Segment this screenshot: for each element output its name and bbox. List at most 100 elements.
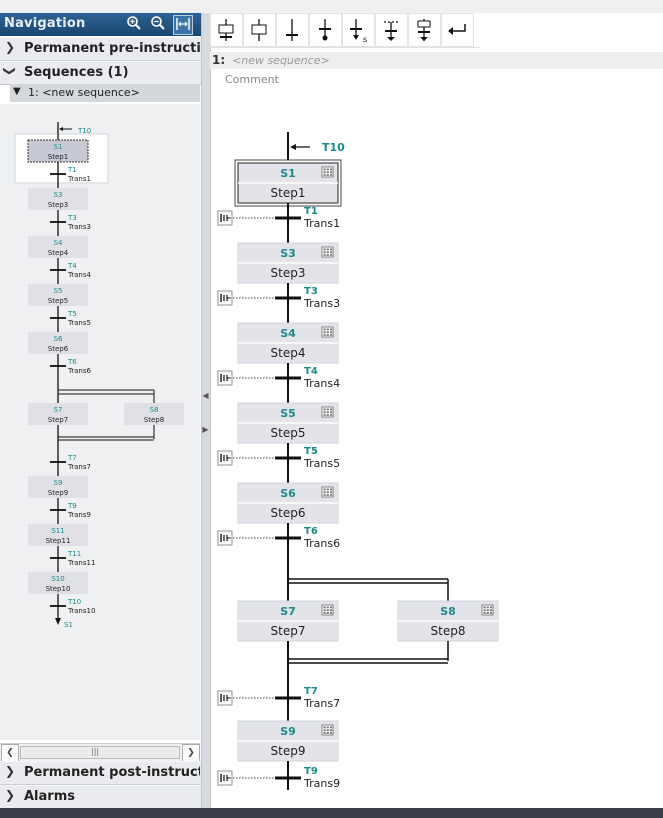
step-table-icon[interactable] <box>321 724 334 736</box>
fit-width-icon[interactable] <box>173 15 193 35</box>
scroll-thumb[interactable]: ||| <box>20 746 180 759</box>
horizontal-scrollbar[interactable]: ❮ ||| ❯ <box>0 743 200 762</box>
condition-network-icon[interactable] <box>217 770 233 786</box>
condition-network-icon[interactable] <box>217 530 233 546</box>
comment-field[interactable]: Comment <box>225 73 279 86</box>
condition-network-icon[interactable] <box>217 450 233 466</box>
scroll-right-icon[interactable]: ❯ <box>182 744 200 762</box>
condition-network-icon[interactable] <box>217 370 233 386</box>
icon-cell <box>323 408 326 411</box>
icon-cell <box>323 248 326 251</box>
mini-step-box[interactable] <box>28 476 88 498</box>
sequence-list-item[interactable]: ▼ 1: <new sequence> <box>10 84 200 102</box>
icon-cell <box>323 609 326 612</box>
mini-step-box[interactable] <box>28 236 88 258</box>
transition-id: T3 <box>304 286 318 297</box>
icon-cell <box>326 729 329 732</box>
icon-box <box>251 24 267 35</box>
zoom-in-icon[interactable] <box>125 15 143 33</box>
sequence-number: 1: <box>212 53 226 67</box>
pane-splitter[interactable]: ◀ ▶ <box>201 13 211 808</box>
insert-alt-branch-icon[interactable] <box>408 13 441 47</box>
accordion-alarms[interactable]: ❯ Alarms <box>0 785 202 809</box>
collapse-left-icon[interactable]: ◀ <box>202 391 209 400</box>
mini-step-box[interactable] <box>28 332 88 354</box>
close-branch-icon[interactable] <box>441 13 474 47</box>
step-table-icon[interactable] <box>321 246 334 258</box>
insert-jump-icon[interactable] <box>309 13 342 47</box>
mini-step-box[interactable] <box>28 572 88 594</box>
mini-step-box[interactable] <box>28 403 88 425</box>
icon-cell <box>323 328 326 331</box>
icon-cell <box>489 609 493 612</box>
transition-name: Trans5 <box>303 457 340 470</box>
step-table-icon[interactable] <box>321 166 334 178</box>
accordion-sequences[interactable]: ❯ Sequences (1) <box>0 61 202 85</box>
expand-right-icon[interactable]: ▶ <box>202 425 209 434</box>
accordion-permanent-post[interactable]: ❯ Permanent post-instructi... <box>0 761 202 785</box>
condition-network-icon[interactable] <box>217 690 233 706</box>
zoom-out-icon[interactable] <box>149 15 167 33</box>
mini-step-box[interactable] <box>28 188 88 210</box>
condition-network-icon[interactable] <box>217 210 233 226</box>
step-table-icon[interactable] <box>321 326 334 338</box>
mini-step-box[interactable] <box>28 284 88 306</box>
scroll-left-icon[interactable]: ❮ <box>1 744 19 762</box>
step-table-icon[interactable] <box>321 406 334 418</box>
insert-branch-icon[interactable] <box>375 13 408 47</box>
toolbar-button-bg[interactable] <box>441 13 474 47</box>
step-table-icon[interactable] <box>321 486 334 498</box>
sfc-diagram[interactable]: T10S1Step1T1Trans1S3Step3T3Trans3S4Step4… <box>210 90 663 790</box>
step-table-icon[interactable] <box>321 604 334 616</box>
insert-step-transition-icon[interactable] <box>210 13 243 47</box>
icon-cell <box>329 729 333 732</box>
insert-step-icon[interactable] <box>243 13 276 47</box>
sequence-name-input[interactable]: <new sequence> <box>232 54 330 67</box>
mini-step-box[interactable] <box>28 524 88 546</box>
insert-transition-icon[interactable] <box>276 13 309 47</box>
mini-step-id: S8 <box>150 406 159 414</box>
mini-step-id: S3 <box>54 191 63 199</box>
accordion-permanent-pre[interactable]: ❯ Permanent pre-instructio... <box>0 37 202 61</box>
step-table-icon[interactable] <box>481 604 494 616</box>
status-bar <box>0 808 663 818</box>
mini-step-box[interactable] <box>124 403 184 425</box>
condition-network-icon[interactable] <box>217 290 233 306</box>
insert-stop-icon[interactable]: s <box>342 13 375 47</box>
